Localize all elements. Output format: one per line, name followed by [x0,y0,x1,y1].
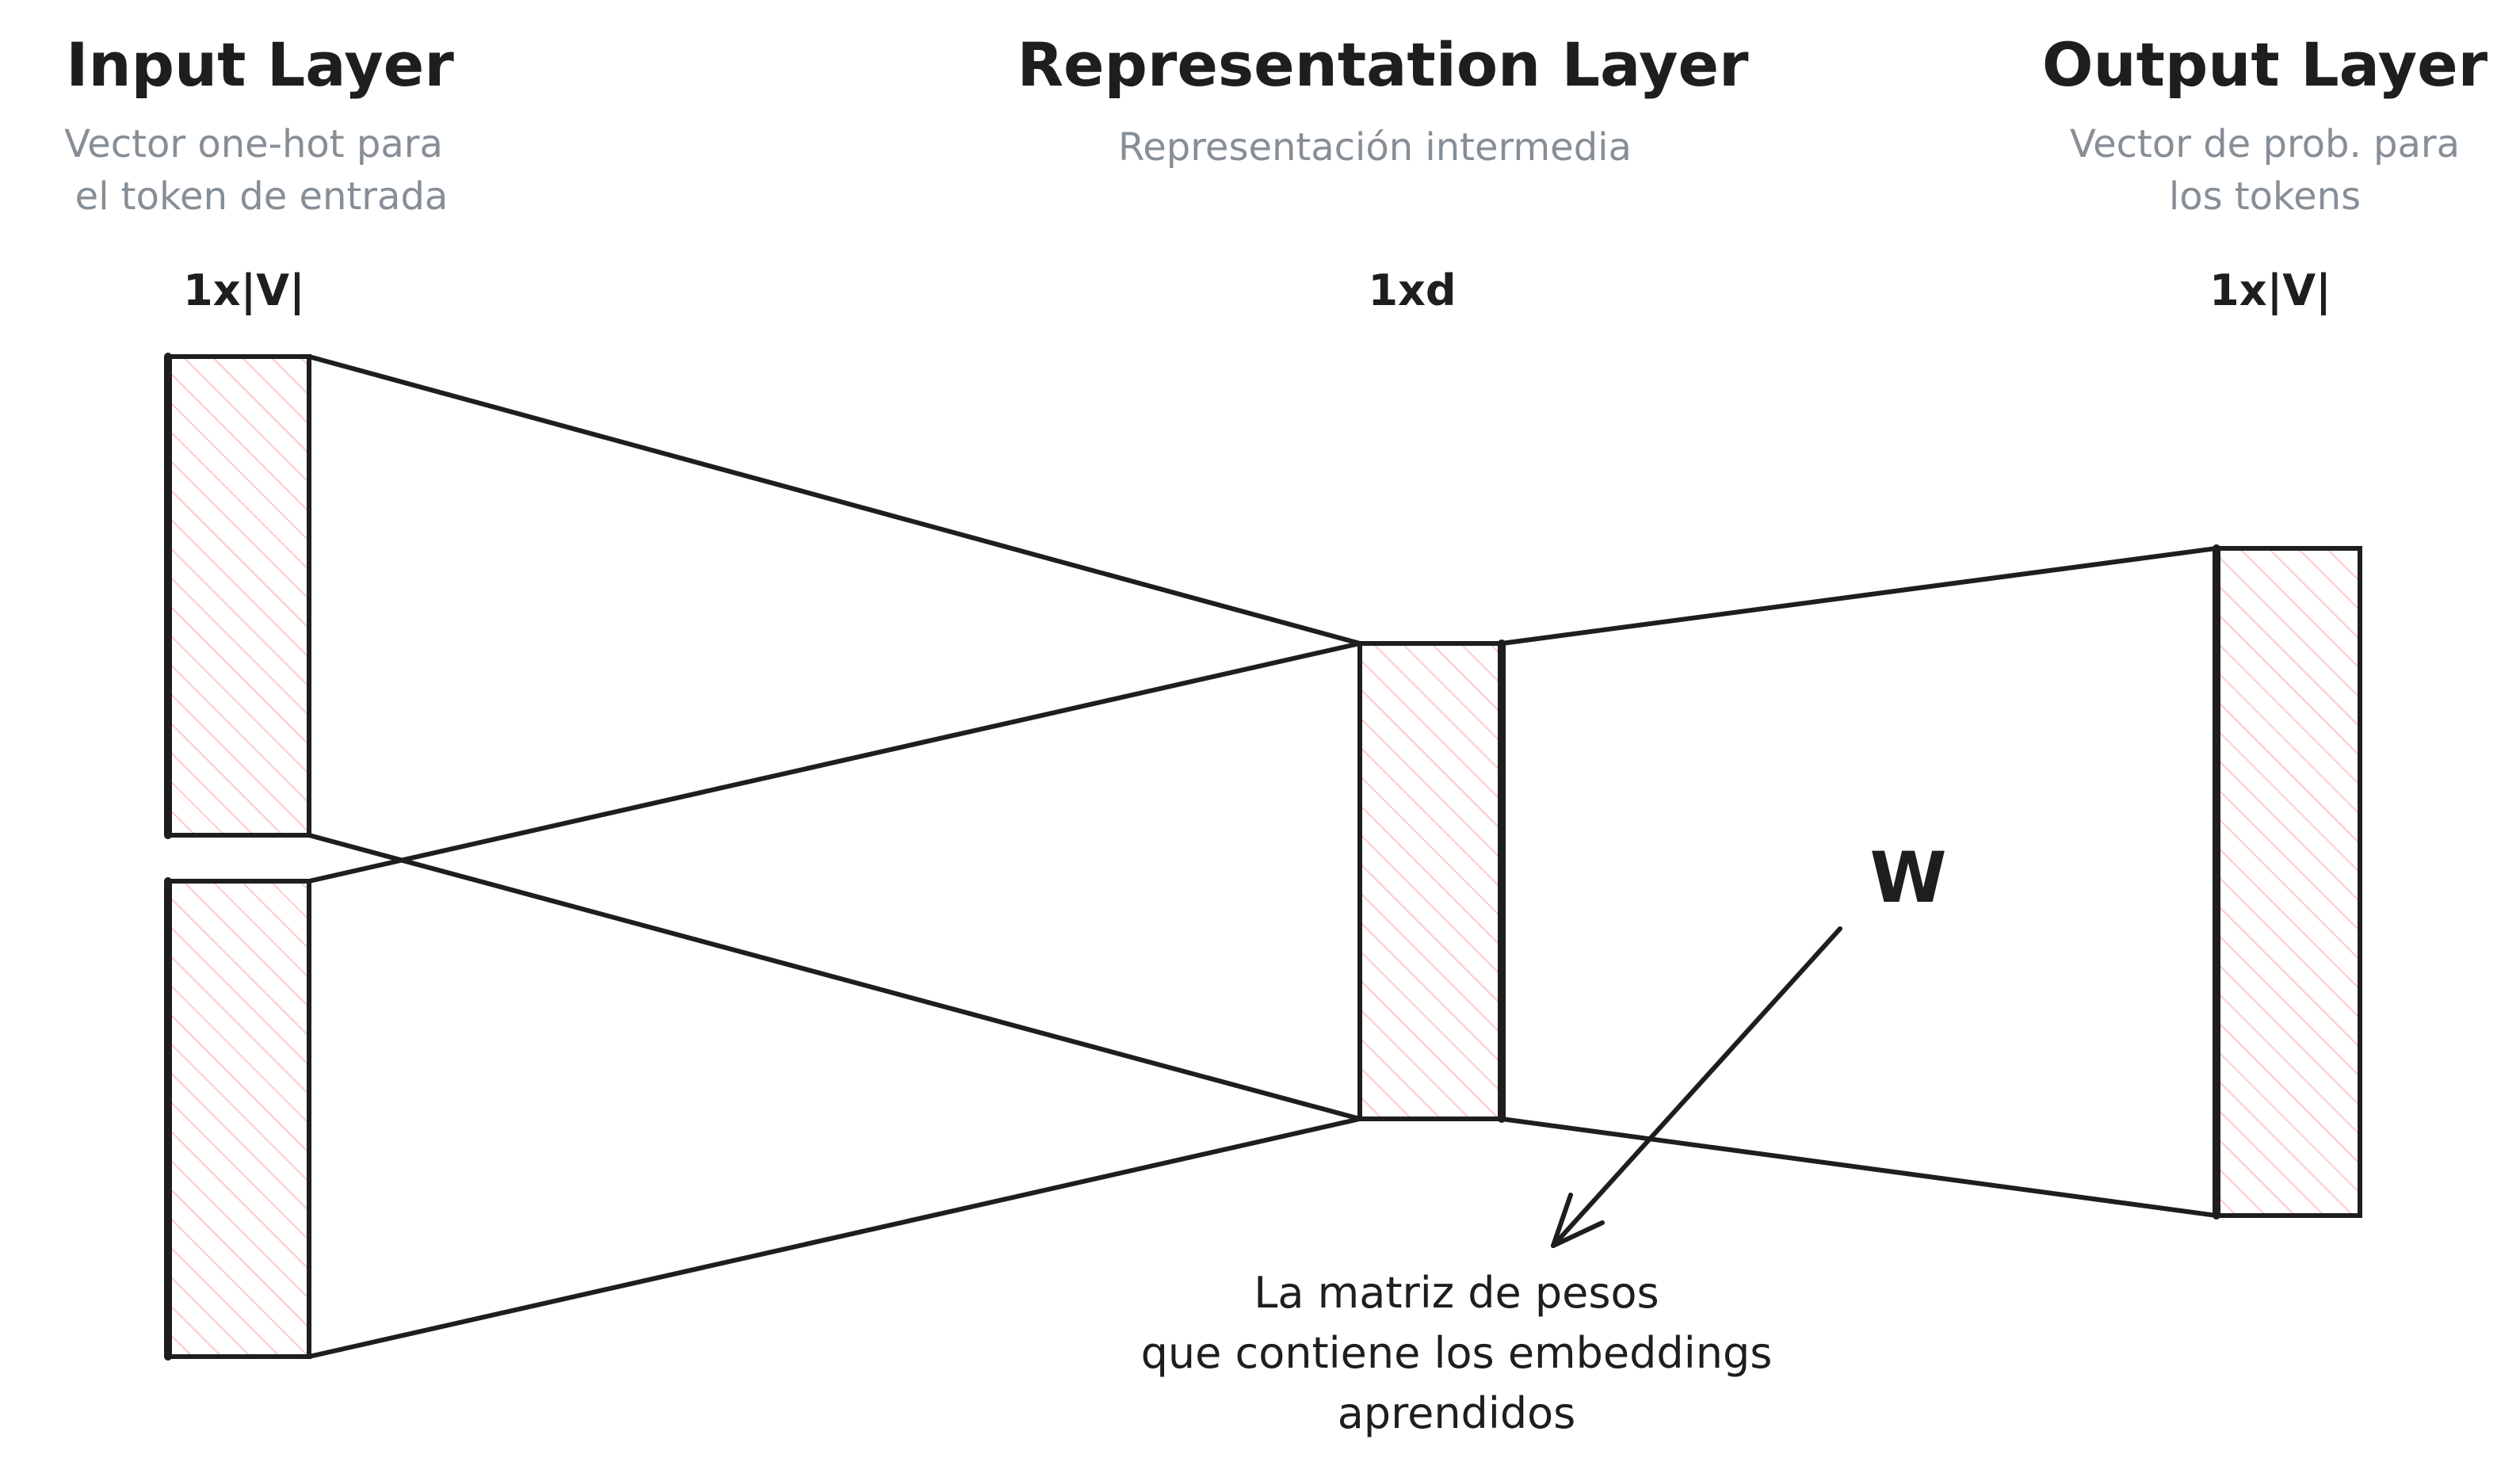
input-layer-vector-top [164,353,311,839]
input-layer-subtitle-line-1: Vector one-hot para [64,122,443,166]
connection-line [1499,1117,2219,1218]
output-layer-vector [2213,544,2362,1220]
representation-layer-subtitle: Representación intermedia [1118,125,1632,170]
input-layer-title: Input Layer [66,29,454,100]
annotation-arrow-icon [1551,926,1842,1248]
connection-line [307,641,1362,884]
weight-matrix-label: W [1869,837,1946,918]
connection-line [307,354,1362,646]
representation-layer-dimension: 1xd [1368,265,1456,315]
output-layer-subtitle-line-1: Vector de prob. para [2070,122,2460,166]
output-layer-subtitle-line-2: los tokens [2169,174,2361,219]
annotation-line-2: que contiene los embeddings [1141,1328,1773,1378]
input-layer-subtitle-line-2: el token de entrada [75,174,449,219]
output-layer-title: Output Layer [2042,29,2488,100]
input-layer-dimension: 1x|V| [183,265,305,315]
input-layer-vector-bottom [164,877,311,1361]
annotation-line-3: aprendidos [1338,1388,1576,1438]
representation-layer-vector [1357,639,1506,1123]
representation-layer-title: Representation Layer [1017,29,1749,100]
output-layer-dimension: 1x|V| [2209,265,2331,315]
connection-line [307,833,1362,1121]
annotation-line-1: La matriz de pesos [1254,1268,1659,1318]
connections [307,354,2219,1359]
connection-line [1499,546,2219,646]
connection-line [307,1117,1362,1359]
